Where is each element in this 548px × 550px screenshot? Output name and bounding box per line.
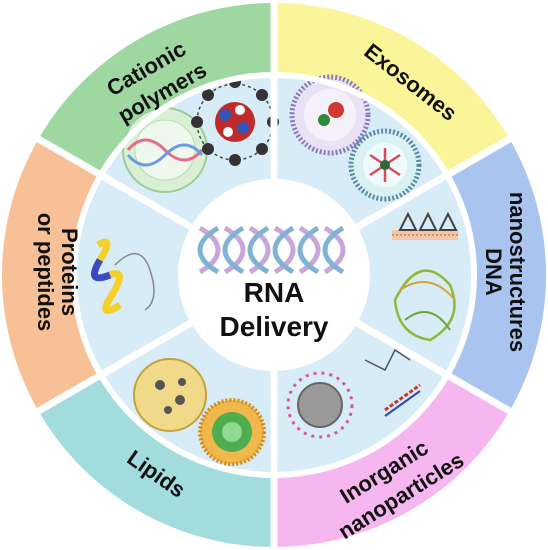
segment-proteins-or-peptides bbox=[1, 139, 101, 411]
segment-cationic-polymers bbox=[38, 3, 275, 175]
dna-tetrahedron-membrane-illustration bbox=[392, 211, 458, 240]
segment-divider bbox=[350, 316, 514, 416]
segment-divider bbox=[34, 316, 198, 416]
exosome-vesicle-illustration bbox=[289, 74, 371, 156]
segment-exosomes bbox=[274, 3, 510, 175]
outer-ring bbox=[1, 3, 546, 547]
peptide-helix-illustration bbox=[90, 238, 155, 315]
helix-strand bbox=[272, 225, 295, 275]
segment-lipids bbox=[38, 375, 275, 547]
segment-dna-nanostructures bbox=[447, 139, 546, 411]
ring-separator bbox=[71, 72, 477, 478]
lipid-bilayer-particle-illustration bbox=[198, 398, 266, 466]
helix-strand bbox=[323, 225, 346, 275]
segment-inorganic-nanoparticles bbox=[274, 375, 510, 547]
helix-strand bbox=[198, 225, 221, 275]
label-proteins-or-peptides-line-1: Proteins bbox=[57, 228, 82, 316]
helix-strand bbox=[297, 225, 320, 275]
helix-strand bbox=[248, 225, 271, 275]
helix-strand bbox=[298, 225, 321, 275]
center-circle bbox=[178, 179, 370, 371]
helix-strand bbox=[247, 225, 270, 275]
helix-strand bbox=[223, 225, 246, 275]
helix-strand bbox=[273, 225, 296, 275]
dna-origami-illustration bbox=[393, 269, 456, 342]
illustrations bbox=[90, 74, 458, 466]
label-dna-nanostructures-line-1: DNA bbox=[481, 248, 506, 296]
center-title-line-1: RNA bbox=[244, 277, 305, 308]
inorganic-nanoparticle-illustration bbox=[286, 371, 354, 439]
lipid-nanoparticle-illustration bbox=[133, 358, 207, 432]
segment-divider bbox=[350, 134, 514, 234]
exosome-rna-loaded-illustration bbox=[348, 128, 422, 202]
label-dna-nanostructures-line-2: nanostructures bbox=[505, 192, 530, 352]
segment-dividers bbox=[34, 1, 514, 549]
label-proteins-or-peptides-line-2: or peptides bbox=[33, 213, 58, 332]
segment-divider bbox=[34, 134, 198, 234]
center-title-line-2: Delivery bbox=[220, 311, 329, 342]
helix-strand bbox=[322, 225, 345, 275]
helix-strand bbox=[197, 225, 220, 275]
rna-helix-decoration bbox=[197, 225, 346, 275]
rna-strand-illustration bbox=[364, 348, 421, 417]
helix-strand bbox=[222, 225, 245, 275]
